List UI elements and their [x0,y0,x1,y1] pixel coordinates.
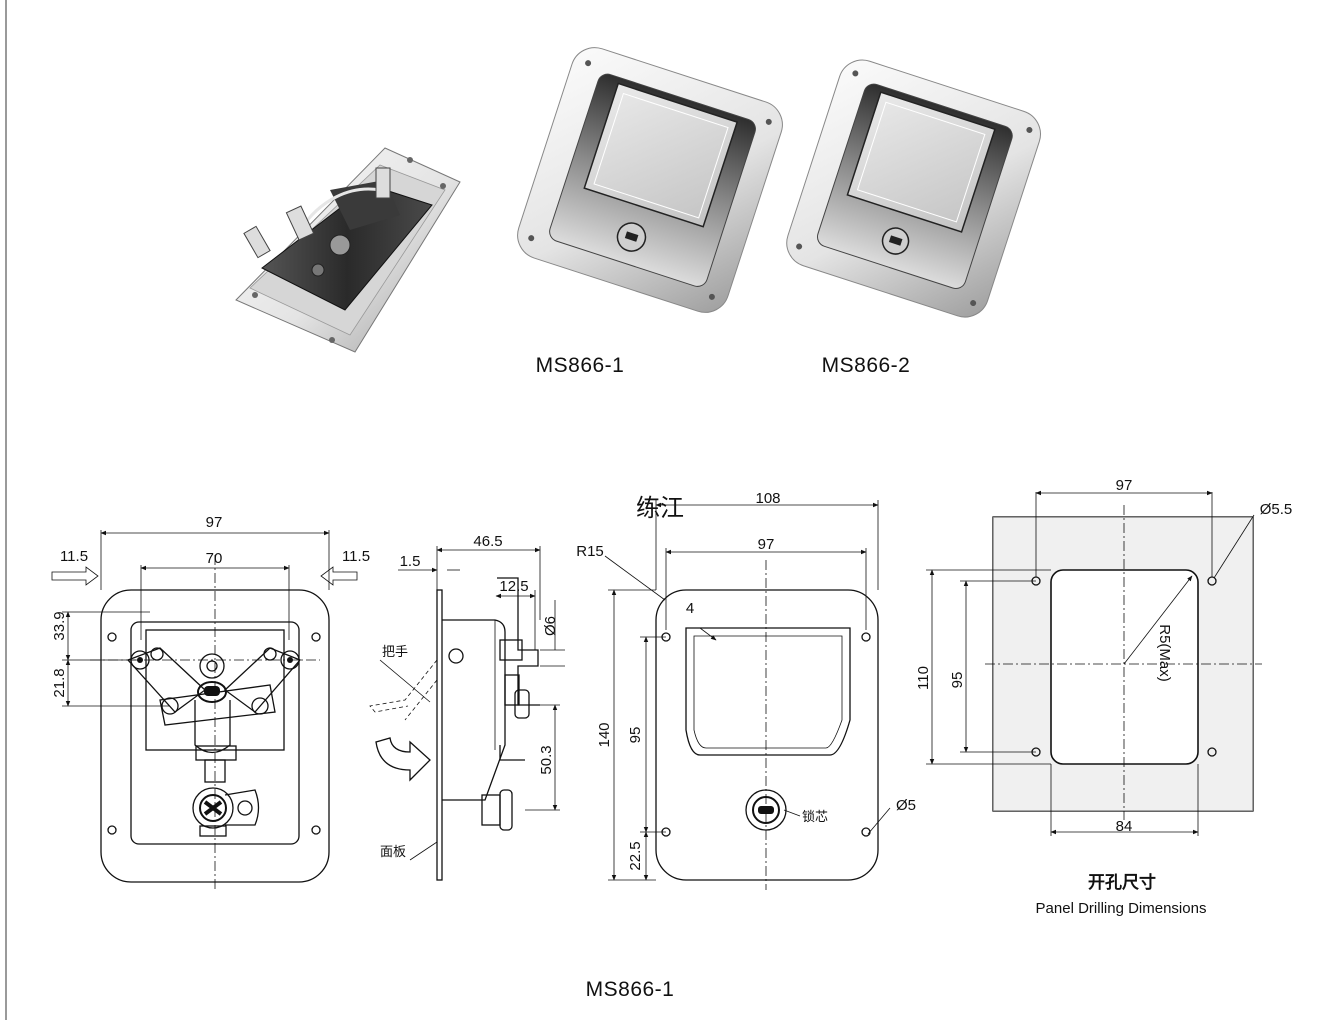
bottom-caption: MS866-1 [586,978,675,1001]
front-dim-v2: 21.8 [51,668,68,697]
front-dim-right-margin: 11.5 [342,548,370,565]
back-dim-radius: R15 [576,543,604,560]
drill-dim-95: 95 [949,672,966,689]
front-dim-left-margin: 11.5 [60,548,88,565]
back-dim-22-5: 22.5 [627,841,644,870]
drilling-title-cn: 开孔尺寸 [1088,872,1156,892]
ms866-1-photo [517,47,783,313]
back-dim-overall: 108 [755,490,780,507]
drill-dim-84: 84 [1116,818,1133,835]
caption-ms866-1: MS866-1 [536,354,625,377]
front-dim-width: 97 [206,514,223,531]
label-handle: 把手 [382,645,408,660]
back-dim-hole: Ø5 [896,797,916,814]
ms866-2-photo [786,59,1041,318]
front-view-drawing [51,530,358,890]
drill-dim-top: 97 [1116,477,1133,494]
caption-ms866-2: MS866-2 [822,354,911,377]
side-dim-12-5: 12.5 [499,578,528,595]
side-dim-depth: 46.5 [473,533,502,550]
label-lock-core: 锁芯 [802,809,828,825]
drilling-title-en: Panel Drilling Dimensions [1036,900,1207,917]
side-dim-hole: Ø6 [542,616,559,636]
side-view-drawing [369,546,565,881]
front-dim-inner: 70 [206,550,223,567]
side-dim-50-3: 50.3 [538,745,555,774]
drill-dim-radius: R5(Max) [1156,624,1173,682]
drill-dim-110: 110 [915,666,932,690]
back-dim-height: 140 [596,722,613,747]
side-dim-plate: 1.5 [400,553,421,570]
latch-back-photo [235,147,461,353]
back-view-drawing [604,500,891,890]
front-dim-v1: 33.9 [51,611,68,640]
watermark-text: 练江 [636,495,684,522]
back-dim-inner: 97 [758,536,775,553]
drill-dim-hole: Ø5.5 [1260,501,1293,518]
back-dim-95: 95 [627,727,644,744]
panel-drilling-drawing [926,490,1262,836]
label-panel: 面板 [380,845,406,860]
back-dim-4: 4 [686,600,694,617]
